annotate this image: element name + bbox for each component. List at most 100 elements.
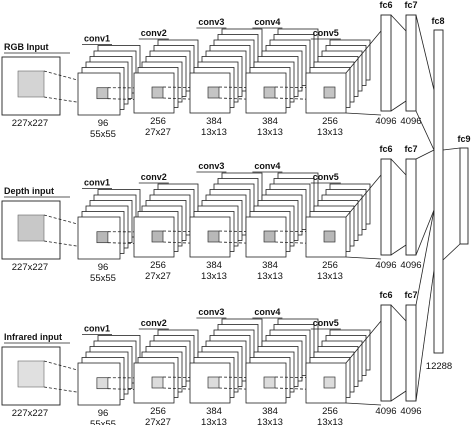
kernel-square xyxy=(151,86,164,99)
input-conn-line xyxy=(43,386,97,396)
fc7-units: 4096 xyxy=(400,260,421,271)
spatial-size: 55x55 xyxy=(90,419,116,425)
fc7-fc8-line xyxy=(415,209,435,306)
fc7-block xyxy=(405,304,417,402)
kernel-square xyxy=(263,230,276,243)
fc6-fc7-line xyxy=(390,158,407,176)
fc7-label: fc7 xyxy=(404,0,417,10)
layer-name: conv3 xyxy=(198,161,224,171)
spatial-size: 13x13 xyxy=(257,271,283,282)
input-conn-line xyxy=(43,214,97,230)
layer-name: conv2 xyxy=(141,318,167,328)
channel-count: 256 xyxy=(322,406,338,417)
fc6-fc7-line xyxy=(390,244,407,256)
conv5-fc6-line xyxy=(345,30,382,74)
fc8-label: fc8 xyxy=(431,16,444,26)
layer-name: conv5 xyxy=(313,318,339,328)
spatial-size: 13x13 xyxy=(201,271,227,282)
layer-name: conv4 xyxy=(254,161,280,171)
layer-name: conv3 xyxy=(198,307,224,317)
fc6-block xyxy=(380,304,392,402)
spatial-size: 27x27 xyxy=(145,271,171,282)
layer-name: conv3 xyxy=(198,17,224,27)
layer-name: conv5 xyxy=(313,172,339,182)
kernel-square xyxy=(96,377,109,390)
input-image xyxy=(17,214,45,242)
kernel-conn-line xyxy=(274,230,329,233)
fc7-label: fc7 xyxy=(404,290,417,300)
spatial-size: 55x55 xyxy=(90,273,116,284)
fc6-fc7-line xyxy=(390,304,407,322)
kernel-square xyxy=(323,86,336,99)
input-label: RGB Input xyxy=(4,42,49,52)
spatial-size: 13x13 xyxy=(201,417,227,425)
layer-name: conv4 xyxy=(254,307,280,317)
channel-count: 384 xyxy=(206,116,222,127)
fc7-units: 4096 xyxy=(400,116,421,127)
kernel-square xyxy=(323,376,336,389)
input-size-label: 227x227 xyxy=(12,408,48,419)
feature-map-layer xyxy=(189,72,231,114)
fc6-units: 4096 xyxy=(375,260,396,271)
kernel-conn-line xyxy=(274,376,329,379)
layer-name: conv1 xyxy=(84,324,110,334)
kernel-conn-line xyxy=(274,241,329,245)
conv5-fc6-line xyxy=(345,256,382,260)
fc8-block xyxy=(433,29,444,354)
fc6-label: fc6 xyxy=(379,0,392,10)
spatial-size: 27x27 xyxy=(145,127,171,138)
conv5-fc6-line xyxy=(345,402,382,406)
fc6-fc7-line xyxy=(390,14,407,32)
channel-count: 96 xyxy=(98,408,109,419)
fc6-block xyxy=(380,158,392,256)
fc6-block xyxy=(380,14,392,112)
channel-count: 256 xyxy=(150,116,166,127)
channel-count: 384 xyxy=(262,260,278,271)
kernel-square xyxy=(207,376,220,389)
kernel-square xyxy=(96,87,109,100)
input-label: Depth input xyxy=(4,186,54,196)
kernel-square xyxy=(207,230,220,243)
spatial-size: 13x13 xyxy=(257,127,283,138)
input-size-label: 227x227 xyxy=(12,262,48,273)
fc8-fc9-line xyxy=(442,147,461,151)
conv5-fc6-line xyxy=(345,174,382,218)
channel-count: 384 xyxy=(262,116,278,127)
fc7-fc8-line xyxy=(415,14,435,91)
input-size-label: 227x227 xyxy=(12,118,48,129)
layer-name: conv4 xyxy=(254,17,280,27)
channel-count: 96 xyxy=(98,118,109,129)
fc7-fc8-line xyxy=(415,149,435,160)
fc7-block xyxy=(405,158,417,256)
layer-name: conv2 xyxy=(141,172,167,182)
input-label: Infrared input xyxy=(4,332,62,342)
fc6-label: fc6 xyxy=(379,290,392,300)
kernel-conn-line xyxy=(274,387,329,391)
channel-count: 256 xyxy=(322,116,338,127)
kernel-square xyxy=(263,86,276,99)
layer-name: conv1 xyxy=(84,178,110,188)
fc9-label: fc9 xyxy=(457,134,470,144)
channel-count: 256 xyxy=(150,260,166,271)
kernel-conn-line xyxy=(274,97,329,101)
conv5-fc6-line xyxy=(345,112,382,116)
kernel-conn-line xyxy=(274,86,329,89)
fc9-block xyxy=(459,147,469,245)
input-conn-line xyxy=(43,360,97,376)
spatial-size: 13x13 xyxy=(317,271,343,282)
fc6-units: 4096 xyxy=(375,406,396,417)
spatial-size: 55x55 xyxy=(90,129,116,140)
fc7-fc8-line xyxy=(415,110,435,151)
kernel-square xyxy=(207,86,220,99)
spatial-size: 13x13 xyxy=(201,127,227,138)
channel-count: 384 xyxy=(262,406,278,417)
input-conn-line xyxy=(43,96,97,106)
layer-name: conv2 xyxy=(141,28,167,38)
fc7-units: 4096 xyxy=(400,406,421,417)
feature-map-layer xyxy=(305,216,347,258)
fc8-units: 12288 xyxy=(426,361,452,372)
channel-count: 384 xyxy=(206,406,222,417)
input-conn-line xyxy=(43,240,97,250)
